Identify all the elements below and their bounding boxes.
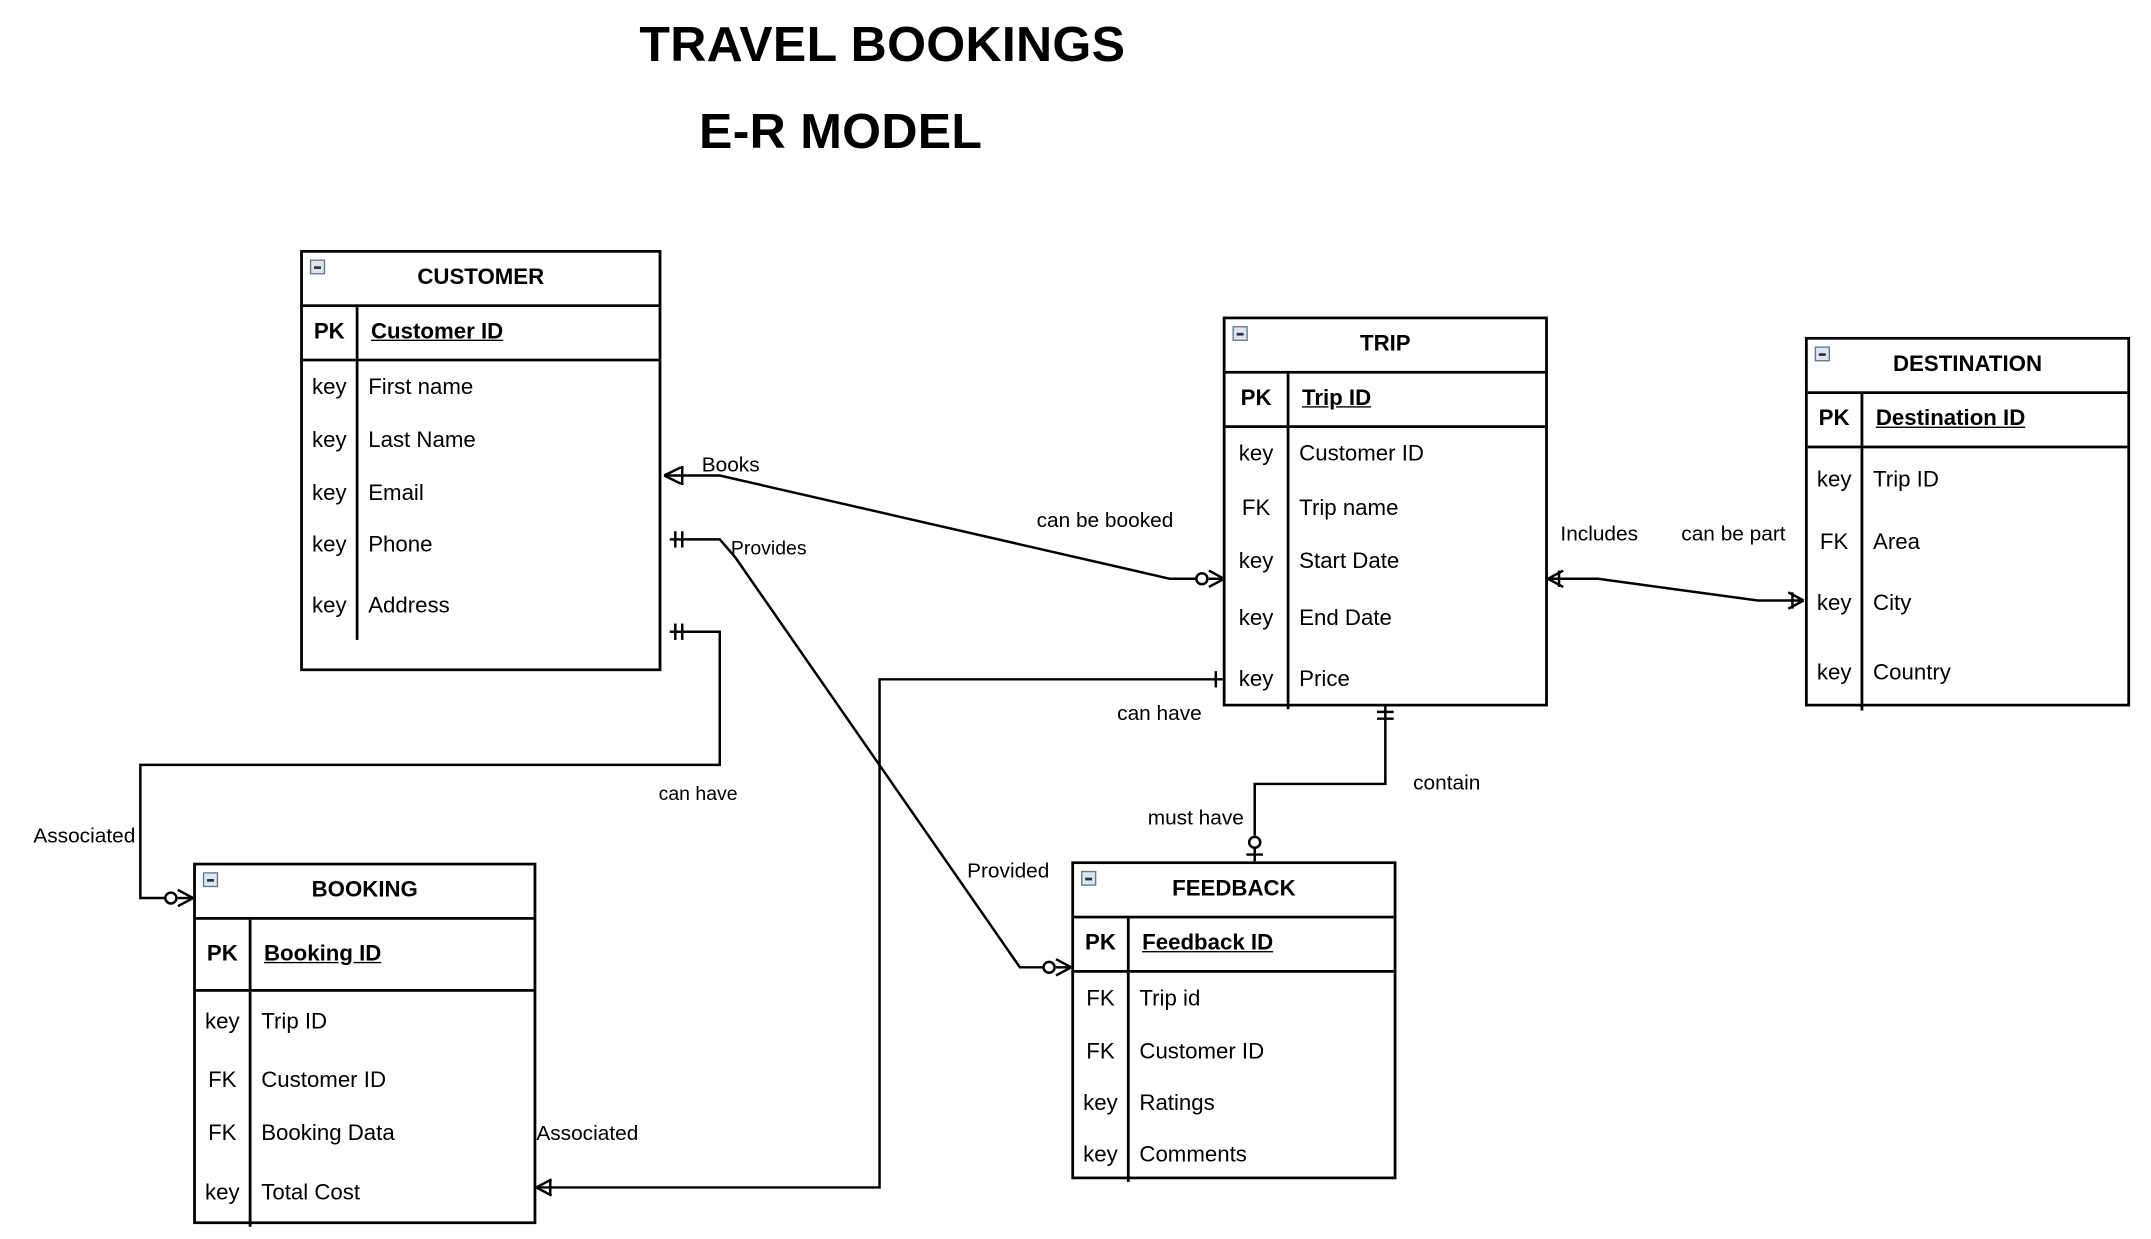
relation-books-line: [663, 465, 1225, 588]
key-label: key: [205, 1010, 240, 1034]
key-label: key: [1238, 607, 1274, 631]
feedback-entity[interactable]: FEEDBACK PK Feedback ID FK Trip id FK Cust…: [1071, 861, 1397, 1182]
relation-label-provided: Provided: [967, 859, 1050, 884]
primary-key-field: Destination ID: [1875, 407, 2026, 431]
entity-name: BOOKING: [311, 879, 418, 903]
key-label: key: [312, 533, 347, 557]
pk-label: PK: [196, 919, 252, 990]
primary-key-field: Feedback ID: [1142, 931, 1274, 956]
collapse-icon[interactable]: [1232, 326, 1248, 342]
trip-entity[interactable]: TRIP PK Trip ID key Customer ID FK Trip na…: [1222, 316, 1548, 710]
key-label: FK: [208, 1069, 237, 1093]
relation-label-contain: contain: [1413, 771, 1481, 795]
collapse-icon[interactable]: [309, 259, 326, 275]
key-label: key: [312, 375, 347, 399]
relation-label-includes: Includes: [1560, 523, 1639, 547]
key-label: key: [205, 1181, 240, 1205]
attribute-field: Trip name: [1299, 497, 1399, 521]
primary-key-field: Customer ID: [370, 320, 504, 344]
attribute-field: Email: [368, 481, 424, 505]
entity-name: DESTINATION: [1892, 353, 2043, 377]
key-label: FK: [1819, 530, 1849, 554]
entity-name: CUSTOMER: [417, 266, 545, 290]
key-label: FK: [1086, 1040, 1115, 1064]
relation-label-associated-booking: Associated: [536, 1122, 639, 1146]
relation-label-can-have-trip: can have: [1117, 702, 1202, 726]
key-label: key: [312, 428, 347, 452]
attribute-field: Ratings: [1139, 1092, 1215, 1116]
relation-label-can-be-booked: can be booked: [1036, 509, 1174, 533]
attribute-field: Trip id: [1139, 987, 1201, 1011]
attribute-field: Phone: [368, 533, 433, 557]
relation-label-can-be-part: can be part: [1681, 523, 1786, 547]
relation-label-associated-customer: Associated: [33, 824, 136, 848]
pk-label: PK: [1226, 373, 1290, 426]
attribute-field: Country: [1873, 660, 1951, 685]
attribute-field: Last Name: [368, 428, 476, 452]
diagram-subtitle: E-R MODEL: [699, 103, 983, 159]
attribute-field: Comments: [1139, 1143, 1247, 1168]
booking-entity[interactable]: BOOKING PK Booking ID key Trip ID FK Custo…: [193, 862, 537, 1227]
attribute-field: End Date: [1299, 607, 1392, 631]
primary-key-field: Booking ID: [264, 942, 382, 966]
key-label: key: [1816, 468, 1852, 492]
key-label: FK: [1241, 497, 1271, 521]
key-label: key: [1238, 550, 1274, 574]
attribute-field: Trip ID: [1873, 468, 1939, 492]
attribute-field: City: [1873, 591, 1912, 615]
key-label: key: [1238, 667, 1274, 691]
attribute-field: Customer ID: [1299, 442, 1424, 466]
attribute-field: Customer ID: [261, 1069, 386, 1093]
relation-provides-line: [669, 531, 1072, 977]
entity-name: TRIP: [1359, 332, 1411, 356]
key-label: key: [312, 481, 347, 505]
attribute-field: Area: [1873, 530, 1921, 554]
diagram-title: TRAVEL BOOKINGS: [639, 16, 1126, 73]
attribute-field: Total Cost: [261, 1181, 361, 1205]
customer-entity[interactable]: CUSTOMER PK Customer ID key First name ke…: [300, 249, 662, 672]
key-label: key: [1083, 1143, 1118, 1168]
relation-label-provides: Provides: [730, 536, 807, 559]
key-label: FK: [208, 1122, 237, 1146]
key-label: key: [1816, 660, 1852, 685]
key-label: key: [312, 594, 347, 618]
attribute-field: Trip ID: [261, 1010, 328, 1034]
relation-label-must-have: must have: [1147, 807, 1244, 831]
attribute-field: Start Date: [1299, 550, 1400, 574]
relation-contain-line: [1246, 706, 1394, 862]
primary-key-field: Trip ID: [1301, 387, 1372, 411]
relation-can-have-line: [535, 671, 1223, 1197]
collapse-icon[interactable]: [1814, 346, 1830, 362]
pk-label: PK: [1808, 393, 1864, 446]
attribute-field: First name: [368, 375, 474, 399]
relation-label-books: Books: [701, 453, 760, 477]
relation-associated-line: [139, 623, 722, 908]
key-label: FK: [1086, 987, 1115, 1011]
relation-label-can-have-customer: can have: [658, 782, 738, 805]
relation-includes-line: [1547, 569, 1805, 610]
destination-entity[interactable]: DESTINATION PK Destination ID key Trip ID…: [1804, 336, 2131, 711]
attribute-field: Booking Data: [261, 1122, 395, 1146]
attribute-field: Price: [1299, 667, 1350, 691]
pk-label: PK: [303, 307, 359, 359]
key-label: key: [1816, 591, 1852, 615]
key-label: key: [1083, 1092, 1118, 1116]
attribute-field: Customer ID: [1139, 1040, 1265, 1064]
key-label: key: [1238, 442, 1274, 466]
attribute-field: Address: [368, 594, 450, 618]
collapse-icon[interactable]: [202, 872, 219, 888]
entity-name: FEEDBACK: [1172, 877, 1296, 901]
collapse-icon[interactable]: [1081, 870, 1097, 886]
pk-label: PK: [1074, 918, 1130, 971]
